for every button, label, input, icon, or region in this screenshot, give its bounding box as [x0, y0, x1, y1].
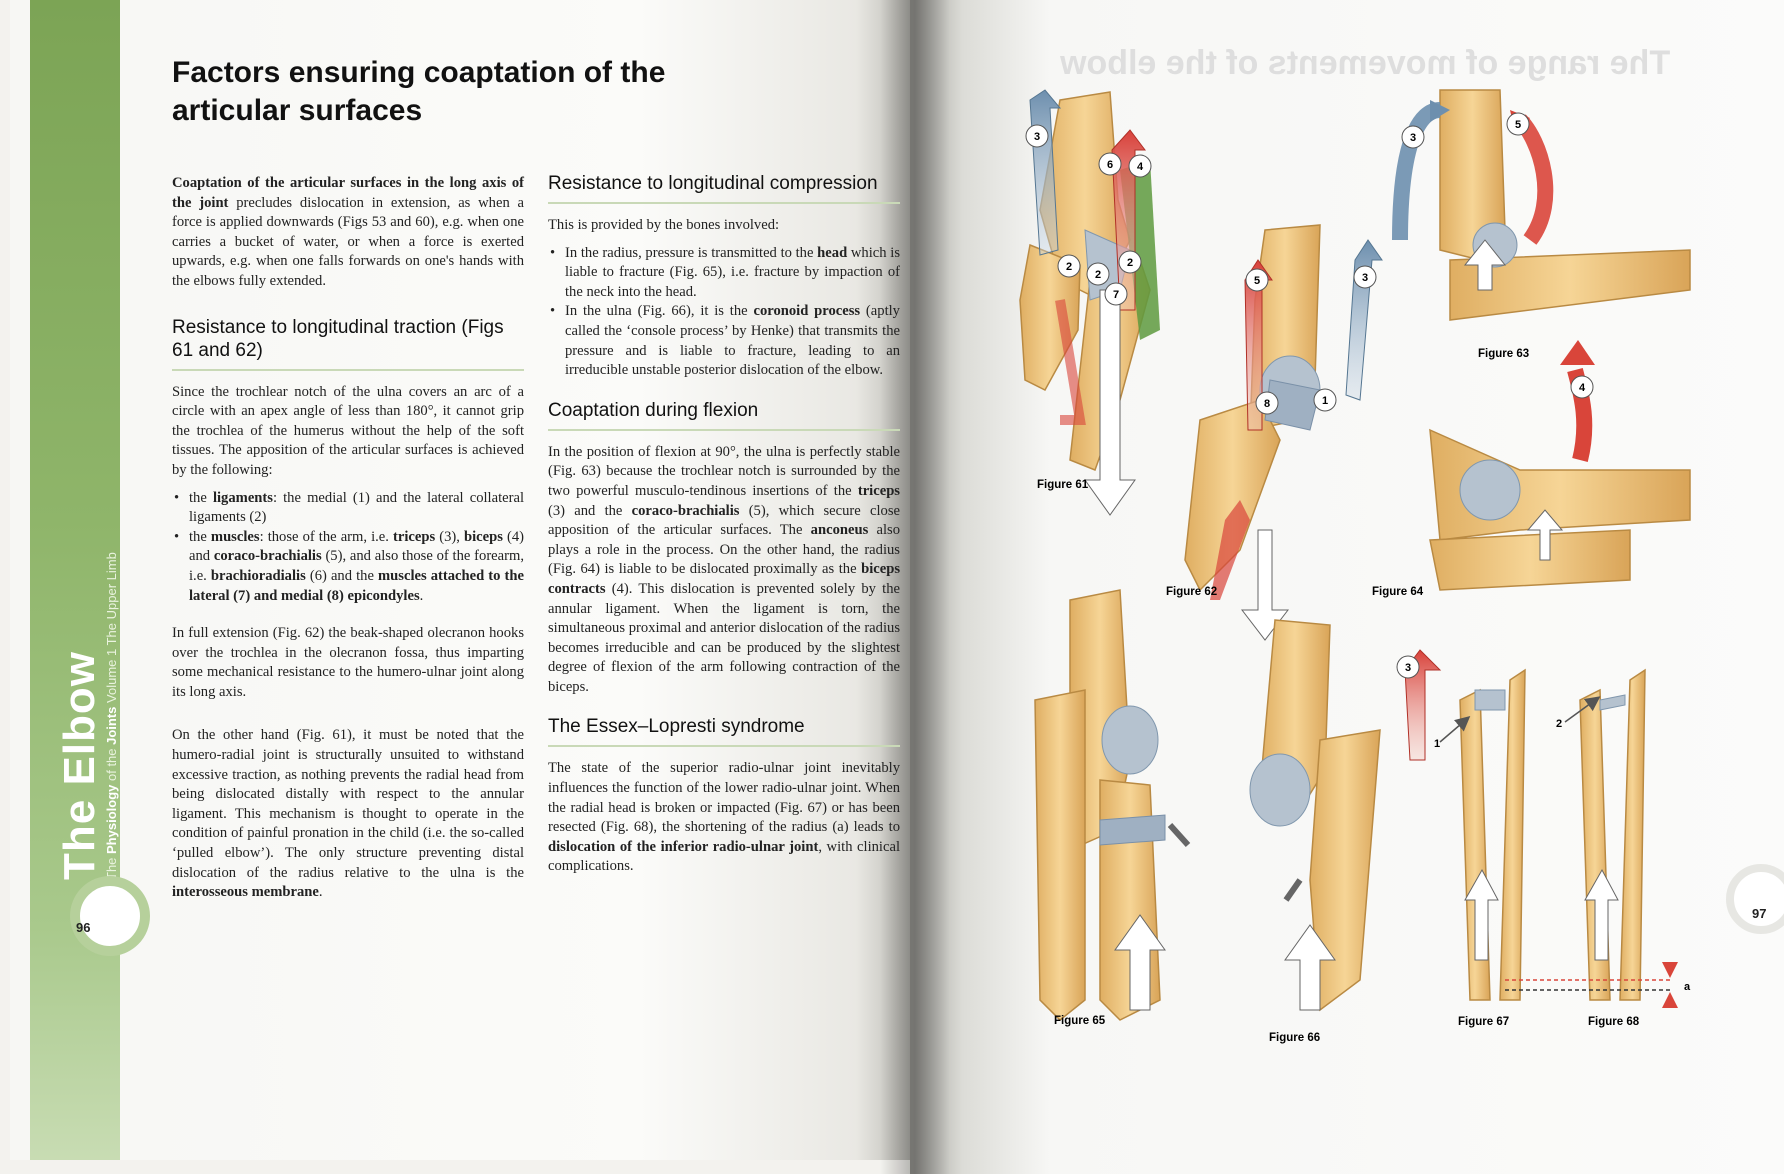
figure-62-label: Figure 62: [1166, 586, 1217, 598]
essex-paragraph: The state of the superior radio-ulnar jo…: [548, 760, 900, 875]
list-item: the ligaments: the medial (1) and the la…: [172, 489, 524, 528]
heading-flexion: Coaptation during flexion: [548, 399, 900, 431]
page-number-circle-right: [1726, 864, 1784, 934]
figure-65-label: Figure 65: [1054, 1015, 1106, 1027]
marker-4-f64: 4: [1579, 382, 1586, 394]
figures-panel: 3 6 4 2 2 2 7 Figure 61 5 3 8 1 Figure 6…: [1019, 89, 1691, 1044]
marker-5: 5: [1254, 275, 1260, 287]
chapter-subtitle: The Physiology of the Joints Volume 1 Th…: [104, 552, 119, 880]
traction-paragraph-3: On the other hand (Fig. 61), it must be …: [172, 727, 524, 901]
figure-68-illustration: [1505, 668, 1678, 1008]
figure-66-markers: 3: [1396, 655, 1420, 679]
figure-68-label: Figure 68: [1588, 1016, 1640, 1028]
marker-1-f67: 1: [1434, 738, 1440, 750]
intro-paragraph: Coaptation of the articular surfaces in …: [172, 175, 524, 289]
marker-3-f63: 3: [1410, 132, 1416, 144]
chapter-band: [30, 0, 120, 1160]
marker-3-f66: 3: [1405, 662, 1411, 674]
figure-61-label: Figure 61: [1037, 479, 1089, 491]
marker-7: 7: [1113, 289, 1119, 301]
marker-1: 1: [1322, 395, 1328, 407]
text-column-2: Resistance to longitudinal compression T…: [548, 172, 900, 877]
heading-traction: Resistance to longitudinal traction (Fig…: [172, 316, 524, 371]
traction-paragraph-1: Since the trochlear notch of the ulna co…: [172, 383, 524, 478]
heading-compression: Resistance to longitudinal compression: [548, 172, 900, 204]
traction-list: the ligaments: the medial (1) and the la…: [172, 489, 524, 607]
marker-5-f63: 5: [1515, 119, 1521, 131]
marker-a: a: [1684, 981, 1691, 993]
figure-64-markers: 4: [1570, 375, 1594, 399]
flexion-paragraph: In the position of flexion at 90°, the u…: [548, 443, 900, 695]
figure-61-illustration: [1019, 89, 1160, 516]
figure-63-illustration: [1392, 89, 1691, 321]
figure-66-illustration: [1249, 619, 1442, 1012]
figure-65-illustration: [1034, 589, 1191, 1022]
page-number-right: 97: [1752, 906, 1767, 921]
page-title: Factors ensuring coaptation of the artic…: [172, 56, 666, 127]
marker-2c: 2: [1127, 257, 1133, 269]
compression-intro: This is provided by the bones involved:: [548, 217, 780, 233]
list-item: In the ulna (Fig. 66), it is the coronoi…: [548, 302, 900, 380]
figure-67-illustration: [1439, 668, 1526, 1001]
marker-4: 4: [1137, 161, 1144, 173]
traction-paragraph-2: In full extension (Fig. 62) the beak-sha…: [172, 625, 524, 700]
list-item: In the radius, pressure is transmitted t…: [548, 244, 900, 303]
chapter-title: The Elbow: [55, 651, 104, 880]
marker-2: 2: [1066, 261, 1072, 273]
figure-62-illustration: [1184, 224, 1383, 641]
page-number-circle: [70, 876, 150, 956]
figure-63-markers: 3 5: [1401, 112, 1530, 149]
marker-2-f68: 2: [1556, 718, 1562, 730]
compression-list: In the radius, pressure is transmitted t…: [548, 244, 900, 381]
figure-64-illustration: [1429, 340, 1691, 591]
figure-66-label: Figure 66: [1269, 1032, 1320, 1044]
figure-64-label: Figure 64: [1372, 586, 1424, 598]
text-column-1: Coaptation of the articular surfaces in …: [172, 174, 524, 903]
heading-essex-lopresti: The Essex–Lopresti syndrome: [548, 715, 900, 748]
marker-3: 3: [1034, 131, 1040, 143]
figure-62-markers: 5 3 8 1: [1245, 265, 1377, 415]
marker-8: 8: [1264, 398, 1270, 410]
figure-63-label: Figure 63: [1478, 348, 1529, 360]
marker-3-f62: 3: [1362, 272, 1368, 284]
spine-shadow: [880, 0, 950, 1174]
figure-61-markers: 3 6 4 2 2 2 7: [1025, 124, 1152, 306]
list-item: the muscles: those of the arm, i.e. tric…: [172, 528, 524, 606]
page-number-left: 96: [76, 920, 91, 935]
figure-67-label: Figure 67: [1458, 1016, 1509, 1028]
marker-2b: 2: [1095, 269, 1101, 281]
marker-6: 6: [1107, 159, 1113, 171]
